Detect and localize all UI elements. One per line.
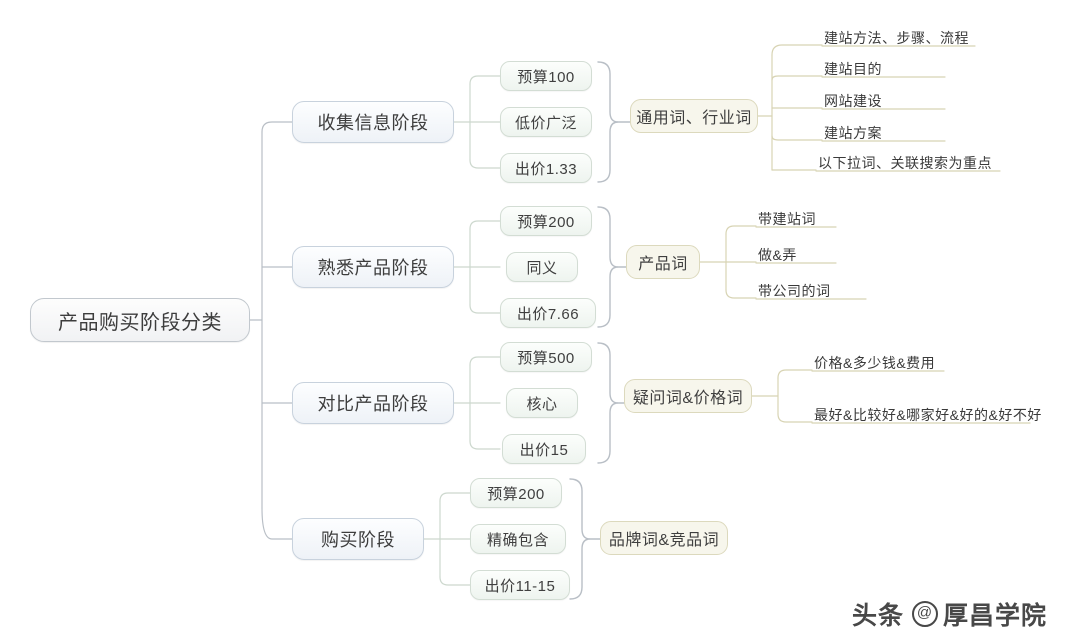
stage-node-3[interactable]: 对比产品阶段 <box>292 382 454 424</box>
setting-node-3-3-label: 出价15 <box>519 441 569 459</box>
stage-node-3-label: 对比产品阶段 <box>317 394 429 414</box>
stage-node-2[interactable]: 熟悉产品阶段 <box>292 246 454 288</box>
setting-node-4-3[interactable]: 出价11-15 <box>470 570 570 600</box>
stage-node-2-label: 熟悉产品阶段 <box>317 258 429 278</box>
at-icon: @ <box>912 601 939 627</box>
leaf-node-3-1[interactable]: 价格&多少钱&费用 <box>812 355 972 371</box>
leaf-node-1-4[interactable]: 建站方案 <box>822 125 1002 141</box>
leaf-node-1-5[interactable]: 以下拉词、关联搜索为重点 <box>816 155 1016 171</box>
stage-node-4[interactable]: 购买阶段 <box>292 518 424 560</box>
leaf-node-3-2[interactable]: 最好&比较好&哪家好&好的&好不好 <box>812 407 1042 423</box>
setting-node-4-2-label: 精确包含 <box>486 531 549 549</box>
category-node-2[interactable]: 产品词 <box>626 245 700 279</box>
leaf-node-1-1[interactable]: 建站方法、步骤、流程 <box>822 30 1022 46</box>
category-node-1[interactable]: 通用词、行业词 <box>630 99 758 133</box>
category-node-3[interactable]: 疑问词&价格词 <box>624 379 752 413</box>
setting-node-3-1[interactable]: 预算500 <box>500 342 592 372</box>
leaf-node-3-1-label: 价格&多少钱&费用 <box>814 355 936 371</box>
leaf-node-2-2-label: 做&弄 <box>758 247 797 263</box>
setting-node-4-1[interactable]: 预算200 <box>470 478 562 508</box>
setting-node-3-2-label: 核心 <box>526 395 558 413</box>
setting-node-2-1-label: 预算200 <box>517 213 575 231</box>
leaf-node-1-3[interactable]: 网站建设 <box>822 93 1002 109</box>
watermark-platform: 头条 <box>852 602 905 630</box>
category-node-4[interactable]: 品牌词&竞品词 <box>600 521 728 555</box>
setting-node-1-1[interactable]: 预算100 <box>500 61 592 91</box>
leaf-node-1-4-label: 建站方案 <box>824 125 882 141</box>
leaf-node-2-1[interactable]: 带建站词 <box>756 211 876 227</box>
setting-node-2-3-label: 出价7.66 <box>516 305 580 323</box>
stage-node-4-label: 购买阶段 <box>321 530 395 550</box>
stage-node-1[interactable]: 收集信息阶段 <box>292 101 454 143</box>
root-node[interactable]: 产品购买阶段分类 <box>30 298 250 342</box>
leaf-node-2-3-label: 带公司的词 <box>758 283 831 299</box>
leaf-node-1-2-label: 建站目的 <box>824 61 882 77</box>
setting-node-4-3-label: 出价11-15 <box>484 577 556 595</box>
setting-node-2-2[interactable]: 同义 <box>506 252 578 282</box>
root-node-label: 产品购买阶段分类 <box>58 311 222 334</box>
setting-node-2-1[interactable]: 预算200 <box>500 206 592 236</box>
category-node-1-label: 通用词、行业词 <box>636 110 752 127</box>
category-node-3-label: 疑问词&价格词 <box>632 390 744 407</box>
setting-node-4-1-label: 预算200 <box>487 485 545 503</box>
setting-node-4-2[interactable]: 精确包含 <box>470 524 566 554</box>
category-node-4-label: 品牌词&竞品词 <box>608 532 720 549</box>
setting-node-3-2[interactable]: 核心 <box>506 388 578 418</box>
watermark-account: 厚昌学院 <box>943 602 1048 630</box>
stage-node-1-label: 收集信息阶段 <box>317 113 429 133</box>
setting-node-2-2-label: 同义 <box>526 259 558 277</box>
setting-node-1-3[interactable]: 出价1.33 <box>500 153 592 183</box>
leaf-node-2-3[interactable]: 带公司的词 <box>756 283 896 299</box>
setting-node-2-3[interactable]: 出价7.66 <box>500 298 596 328</box>
leaf-node-1-2[interactable]: 建站目的 <box>822 61 1002 77</box>
leaf-node-1-5-label: 以下拉词、关联搜索为重点 <box>818 155 992 171</box>
setting-node-1-1-label: 预算100 <box>517 68 575 86</box>
setting-node-3-3[interactable]: 出价15 <box>502 434 586 464</box>
leaf-node-3-2-label: 最好&比较好&哪家好&好的&好不好 <box>814 407 1042 423</box>
leaf-node-1-3-label: 网站建设 <box>824 93 882 109</box>
category-node-2-label: 产品词 <box>638 256 688 273</box>
setting-node-1-3-label: 出价1.33 <box>514 160 578 178</box>
setting-node-1-2[interactable]: 低价广泛 <box>500 107 592 137</box>
setting-node-1-2-label: 低价广泛 <box>514 114 577 132</box>
watermark: 头条 @ 厚昌学院 <box>852 596 1047 632</box>
setting-node-3-1-label: 预算500 <box>517 349 575 367</box>
leaf-node-2-1-label: 带建站词 <box>758 211 816 227</box>
leaf-node-2-2[interactable]: 做&弄 <box>756 247 876 263</box>
leaf-node-1-1-label: 建站方法、步骤、流程 <box>824 30 969 46</box>
